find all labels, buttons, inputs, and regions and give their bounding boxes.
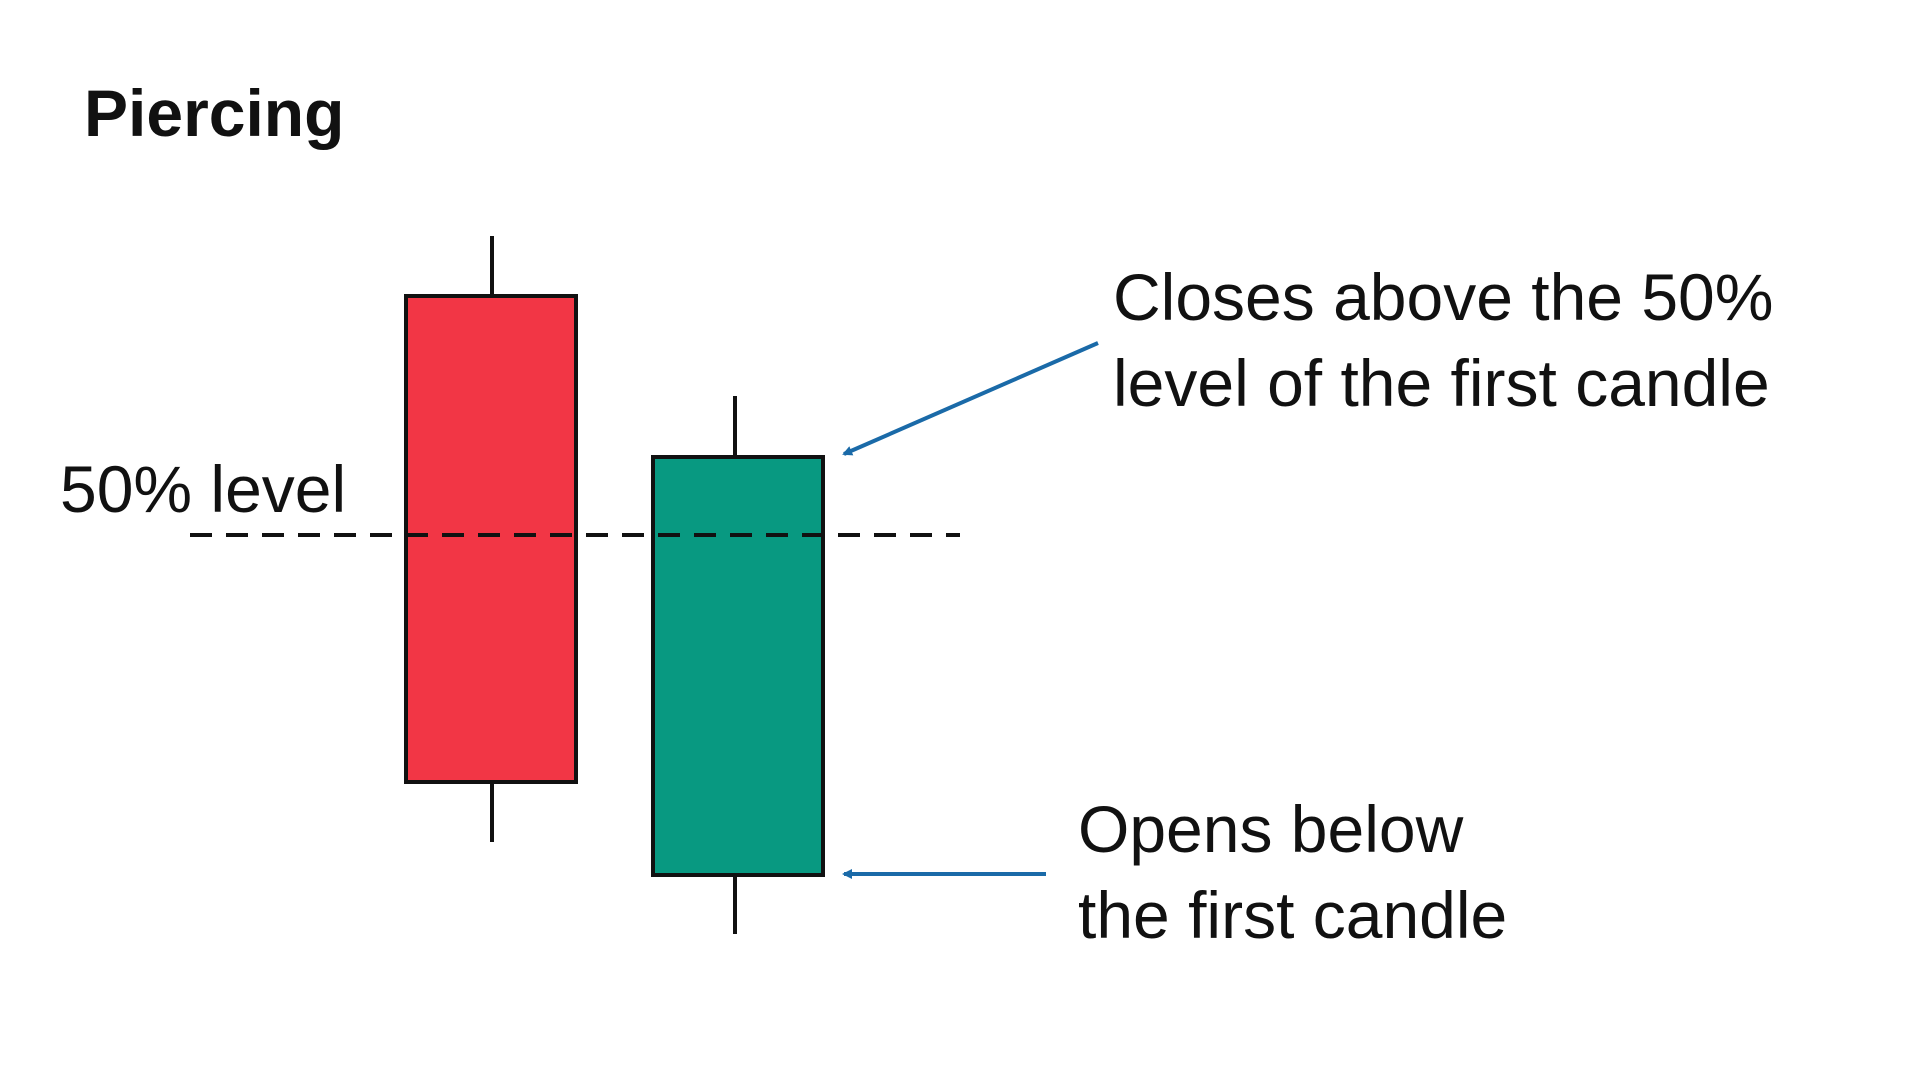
annotation-closes-above: Closes above the 50% level of the first …: [1113, 260, 1773, 420]
diagram-title: Piercing: [84, 76, 344, 150]
fifty-percent-level-label: 50% level: [60, 452, 346, 526]
annotation-opens-line-2: the first candle: [1078, 878, 1507, 952]
annotation-opens-line-1: Opens below: [1078, 792, 1464, 866]
arrow-to-close: [842, 341, 1099, 456]
second-candle-bullish: [651, 396, 825, 934]
annotation-opens-below: Opens below the first candle: [1078, 792, 1507, 952]
annotation-closes-line-2: level of the first candle: [1113, 346, 1770, 420]
annotation-closes-line-1: Closes above the 50%: [1113, 260, 1773, 334]
first-candle-body: [404, 294, 578, 784]
second-candle-body: [651, 455, 825, 877]
first-candle-bearish: [404, 236, 578, 842]
